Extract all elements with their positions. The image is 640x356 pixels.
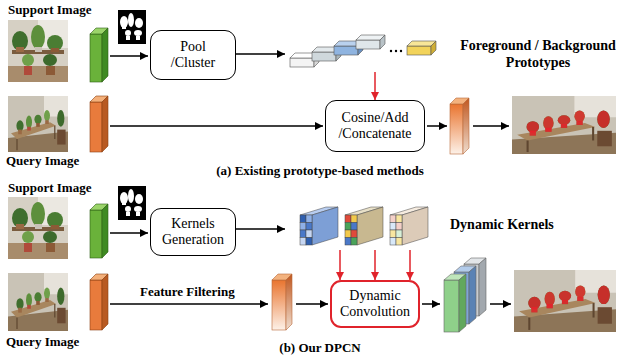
connector-arrow (339, 250, 341, 280)
support-mask (118, 186, 146, 220)
feature-block (90, 204, 108, 258)
process-box: Cosine/Add /Concatenate (325, 100, 425, 152)
query-photo (8, 96, 68, 152)
text-label: Query Image (6, 334, 79, 349)
filtered-feature (272, 274, 292, 330)
connector-arrow (236, 228, 285, 230)
group-heading: Dynamic Kernels (450, 217, 554, 234)
caption: (a) Existing prototype-based methods (0, 163, 640, 178)
prototype-vectors (290, 35, 385, 67)
text-label: Query Image (6, 153, 79, 168)
arrow (110, 125, 323, 127)
text-label: Feature Filtering (140, 284, 235, 299)
dynamic-kernel (300, 207, 338, 245)
dynamic-kernel (345, 207, 383, 245)
connector-arrow (374, 72, 376, 100)
result-photo (514, 270, 616, 332)
output-feature (450, 98, 469, 154)
connector-arrow (374, 250, 376, 280)
output-features (444, 258, 486, 332)
connector-arrow (236, 53, 285, 55)
arrow (110, 232, 148, 234)
connector-arrow (409, 250, 411, 280)
arrow (110, 55, 148, 57)
text-label: Support Image (8, 2, 91, 17)
box-text: Kernels Generation (162, 216, 224, 248)
support-mask (118, 10, 146, 44)
feature-block (90, 96, 108, 152)
query-photo (8, 273, 68, 331)
feature-block (90, 28, 108, 82)
process-box: Kernels Generation (150, 208, 236, 256)
arrow (296, 303, 328, 305)
process-box: Pool /Cluster (150, 30, 236, 80)
arrow (422, 303, 440, 305)
ellipsis-dots (390, 50, 402, 52)
box-text: Pool /Cluster (171, 39, 215, 71)
arrow (427, 125, 447, 127)
box-text: Dynamic Convolution (340, 288, 410, 320)
text-label: Support Image (8, 180, 91, 195)
group-heading: Foreground / Background Prototypes (450, 38, 626, 72)
kernel-group: Dynamic Kernels (285, 205, 440, 250)
arrow (490, 303, 511, 305)
box-text: Cosine/Add /Concatenate (338, 110, 411, 142)
support-photo (8, 20, 68, 82)
feature-block (90, 274, 108, 330)
arrow (473, 125, 509, 127)
convolution-box: Dynamic Convolution (330, 280, 420, 328)
dynamic-kernel (390, 207, 428, 245)
caption: (b) Our DPCN (0, 340, 640, 355)
arrow (110, 303, 268, 305)
prototype-group: Foreground / Background Prototypes (285, 36, 440, 72)
support-photo (8, 197, 68, 259)
prototype-vectors (407, 41, 436, 55)
result-photo (512, 96, 616, 154)
